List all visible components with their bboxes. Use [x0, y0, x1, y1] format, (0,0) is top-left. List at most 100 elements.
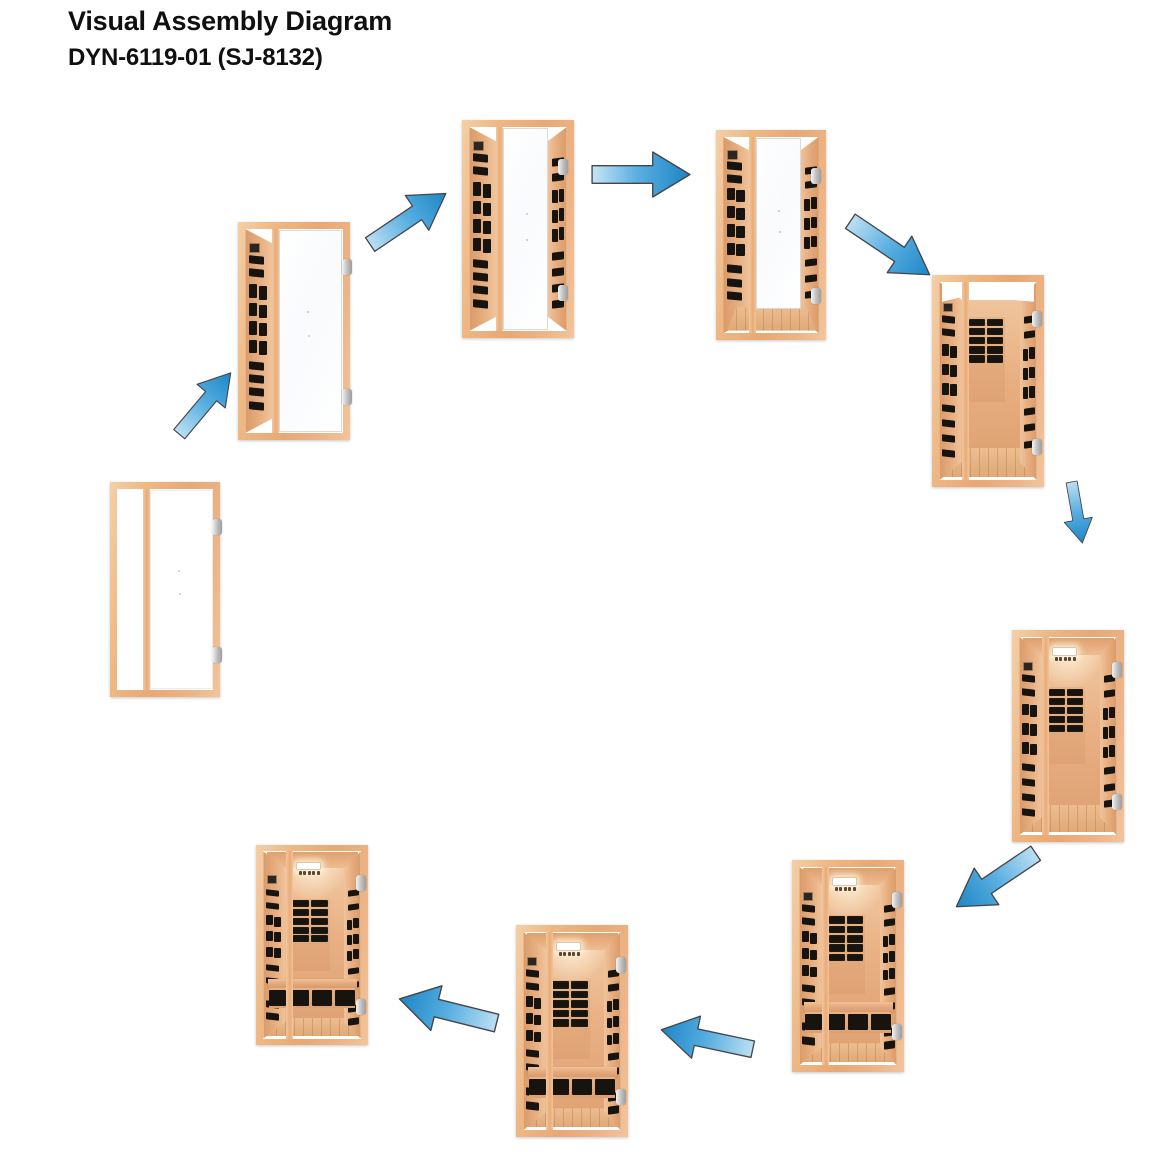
hinge-top-icon [558, 159, 569, 176]
hinge-bottom-icon [342, 389, 352, 406]
floor-planks [727, 307, 817, 331]
back-heater-array [290, 899, 330, 971]
door-mullion [495, 126, 503, 332]
wall-control-box [803, 891, 814, 902]
wall-control-box [249, 242, 261, 254]
hinge-bottom-icon [810, 288, 821, 305]
back-heater-array [1047, 687, 1085, 764]
left-heater-panels [942, 313, 959, 461]
back-heater-array [550, 980, 590, 1059]
door-glass [502, 127, 549, 331]
wall-control-box [1023, 661, 1034, 672]
assembly-step-5[interactable] [932, 275, 1044, 487]
left-heater-panels [266, 887, 283, 1029]
wall-control-box [473, 140, 485, 152]
ceiling-light [1052, 646, 1077, 656]
door-glass [278, 229, 343, 433]
calf-heater-panels [289, 988, 355, 1008]
right-heater-panels [802, 164, 817, 311]
left-heater-panels [472, 151, 493, 319]
open-top-gap-right [968, 282, 1034, 302]
hinge-bottom-icon [615, 1089, 626, 1106]
control-buttons[interactable] [298, 871, 320, 875]
wall-control-box [943, 302, 954, 312]
left-heater-panels [802, 902, 819, 1055]
bench-seat [268, 979, 357, 988]
flow-arrow-7 [657, 1009, 758, 1071]
assembly-step-3[interactable] [462, 120, 574, 338]
ceiling-light [296, 862, 321, 871]
wall-control-box [527, 956, 538, 967]
hinge-bottom-icon [1031, 439, 1042, 456]
flow-arrow-2 [358, 176, 458, 262]
door-mullion [1042, 636, 1049, 836]
flow-arrow-3 [591, 151, 691, 198]
right-heater-panels [882, 902, 895, 1055]
assembly-step-1[interactable] [110, 482, 222, 697]
back-heater-array [827, 915, 865, 994]
hinge-top-icon [1031, 311, 1042, 328]
right-heater-panels [1102, 672, 1115, 820]
right-heater-panels [346, 887, 359, 1029]
bench-left-panel [529, 1076, 547, 1098]
flow-arrow-6 [944, 835, 1048, 925]
left-heater-panels [526, 967, 543, 1120]
door-mullion [749, 136, 757, 334]
left-heater-panels [1022, 672, 1039, 820]
assembly-step-6[interactable] [1012, 630, 1124, 842]
control-buttons[interactable] [1054, 656, 1076, 661]
bench-left-panel [269, 988, 287, 1008]
assembly-step-2[interactable] [238, 222, 352, 440]
door-mullion [143, 488, 151, 691]
control-buttons[interactable] [558, 951, 580, 956]
wall-control-box [267, 875, 278, 884]
door-mullion [822, 866, 829, 1066]
assembly-step-7[interactable] [792, 860, 904, 1072]
door-mullion [962, 281, 969, 481]
assembly-step-8[interactable] [516, 925, 628, 1137]
flow-arrow-5 [1057, 479, 1096, 545]
door-mullion [546, 931, 553, 1131]
page-title: Visual Assembly Diagram [68, 6, 393, 36]
hinge-top-icon [355, 875, 366, 891]
hinge-top-icon [1111, 661, 1122, 678]
control-buttons[interactable] [834, 886, 856, 891]
door-glass [756, 137, 801, 309]
bench-seat [528, 1067, 617, 1077]
door-mullion [271, 228, 279, 434]
assembly-step-4[interactable] [716, 130, 826, 340]
assembly-step-9[interactable] [256, 845, 368, 1045]
open-top-gap-left [942, 282, 965, 302]
calf-heater-panels [549, 1076, 615, 1098]
ceiling-light [556, 941, 581, 951]
hinge-bottom-icon [1111, 794, 1122, 811]
hinge-top-icon [342, 259, 352, 276]
flow-arrow-4 [838, 203, 942, 293]
frame-opening [117, 488, 213, 691]
hinge-bottom-icon [558, 284, 569, 301]
left-heater-panels [726, 159, 747, 310]
calf-heater-panels [825, 1011, 891, 1033]
hinge-bottom-icon [891, 1024, 902, 1041]
hinge-top-icon [810, 167, 821, 184]
bench-left-panel [805, 1011, 823, 1033]
right-heater-panels [550, 155, 565, 316]
right-heater-panels [1022, 313, 1035, 461]
flow-arrow-1 [165, 361, 245, 446]
hinge-top-icon [212, 518, 222, 535]
bench-seat [804, 1002, 893, 1012]
wall-control-box [727, 149, 738, 161]
title-block: Visual Assembly Diagram DYN-6119-01 (SJ-… [68, 2, 392, 76]
hinge-top-icon [891, 891, 902, 908]
door-glass [150, 489, 213, 690]
model-code: DYN-6119-01 (SJ-8132) [68, 44, 323, 71]
back-heater-array [967, 317, 1005, 403]
hinge-top-icon [615, 956, 626, 973]
left-heater-panels [248, 253, 269, 421]
hinge-bottom-icon [355, 999, 366, 1015]
flow-arrow-8 [394, 977, 502, 1046]
door-mullion [286, 851, 293, 1039]
ceiling-light [832, 876, 857, 886]
right-heater-panels [606, 967, 619, 1120]
